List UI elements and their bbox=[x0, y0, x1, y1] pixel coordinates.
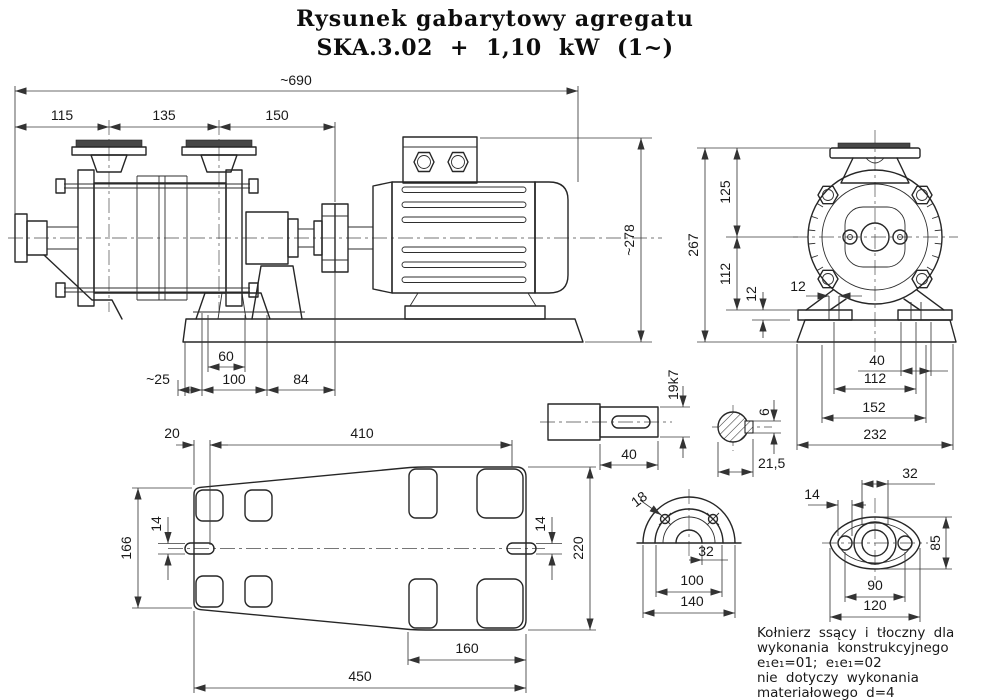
motor-front-bell bbox=[372, 181, 393, 294]
note-line-5: materiałowego d=4 bbox=[757, 685, 895, 700]
note-line-3: e₁e₁=01; e₁e₁=02 bbox=[757, 655, 882, 671]
casing-bolt bbox=[817, 185, 839, 205]
dim-267: 267 bbox=[685, 233, 701, 257]
baseplate-hole bbox=[195, 489, 224, 522]
note-line-1: Kołnierz ssący i tłoczny dla bbox=[757, 625, 954, 641]
keyway bbox=[611, 415, 651, 429]
dim-20: 20 bbox=[164, 425, 180, 441]
dim-shaft-dia: 19k7 bbox=[665, 369, 681, 400]
discharge-bolt-hole bbox=[837, 535, 853, 551]
drawing-title-line1: Rysunek gabarytowy agregatu bbox=[296, 6, 694, 32]
dim-12-step: 12 bbox=[743, 286, 759, 302]
baseplate-outline bbox=[193, 466, 527, 631]
dim-90: 90 bbox=[867, 577, 883, 593]
side-view: ~690 115 135 150 ~278 60 ~25 100 84 bbox=[8, 72, 662, 396]
baseplate-side bbox=[182, 318, 584, 343]
dim-suction-bore: 32 bbox=[698, 543, 714, 559]
dim-40-slot: 40 bbox=[869, 352, 885, 368]
dim-166: 166 bbox=[118, 536, 134, 560]
base-end bbox=[796, 319, 957, 343]
dim-112-vertical: 112 bbox=[717, 263, 733, 286]
dim-shaft-40: 40 bbox=[621, 446, 637, 462]
dim-100: 100 bbox=[222, 371, 246, 387]
dim-232: 232 bbox=[863, 426, 887, 442]
pump-pedestal bbox=[195, 292, 271, 320]
dim-bolt-circle: 100 bbox=[680, 572, 704, 588]
pump-casing bbox=[93, 182, 227, 294]
pump-body-circle bbox=[807, 169, 943, 305]
dim-14-right: 14 bbox=[532, 516, 548, 532]
dim-base-overhang: ~25 bbox=[146, 371, 170, 387]
motor-foot bbox=[404, 305, 546, 320]
dim-12-slot: 12 bbox=[790, 278, 806, 294]
dim-135: 135 bbox=[152, 107, 176, 123]
title-block: Rysunek gabarytowy agregatu SKA.3.02 + 1… bbox=[296, 6, 694, 61]
dim-150: 150 bbox=[265, 107, 289, 123]
key bbox=[744, 420, 754, 434]
end-view: 267 125 112 12 12 40 112 152 232 bbox=[685, 130, 958, 450]
note-line-4: nie dotyczy wykonania bbox=[757, 670, 919, 686]
dim-discharge-bore: 32 bbox=[902, 465, 918, 481]
note-line-2: wykonania konstrukcyjnego bbox=[757, 640, 949, 656]
baseplate-view: 20 410 166 14 220 14 160 450 bbox=[118, 425, 596, 693]
dim-152: 152 bbox=[862, 399, 886, 415]
notes-block: Kołnierz ssący i tłoczny dla wykonania k… bbox=[757, 625, 954, 700]
dim-60: 60 bbox=[218, 348, 234, 364]
dim-key-6: 6 bbox=[756, 408, 772, 416]
foot-right bbox=[897, 309, 953, 321]
dim-motor-height: ~278 bbox=[621, 224, 637, 256]
oval-flange-outline bbox=[829, 516, 921, 570]
terminal-box-bolt bbox=[413, 151, 435, 173]
discharge-flange-view: 32 14 85 90 120 bbox=[804, 465, 952, 622]
dim-125: 125 bbox=[717, 180, 733, 204]
rim-ribs bbox=[808, 203, 942, 271]
suction-bolt-hole bbox=[659, 513, 671, 525]
shaft-section-circle bbox=[717, 411, 749, 443]
bearing-bracket bbox=[251, 265, 303, 320]
motor-rear-bell bbox=[534, 181, 569, 294]
dim-112-bolts: 112 bbox=[864, 370, 887, 386]
dim-115: 115 bbox=[51, 107, 74, 123]
suction-flange-view: 18 32 100 140 bbox=[628, 488, 742, 618]
dim-160: 160 bbox=[455, 640, 479, 656]
top-flange bbox=[829, 147, 921, 159]
dim-84: 84 bbox=[293, 371, 309, 387]
drawing-title-line2: SKA.3.02 + 1,10 kW (1~) bbox=[316, 35, 673, 61]
shaft-end bbox=[599, 406, 659, 438]
motor-terminal-box bbox=[402, 136, 478, 184]
dim-21-5: 21,5 bbox=[758, 455, 785, 471]
dim-410: 410 bbox=[350, 425, 374, 441]
dim-85: 85 bbox=[927, 535, 943, 551]
dim-14-left: 14 bbox=[148, 516, 164, 532]
shaft-detail: 19k7 40 bbox=[540, 369, 690, 470]
tie-rod-nut bbox=[55, 178, 66, 194]
baseplate-slot-right bbox=[506, 542, 537, 555]
dim-450: 450 bbox=[348, 668, 372, 684]
key-section: 6 21,5 bbox=[712, 400, 785, 477]
dim-140: 140 bbox=[680, 593, 704, 609]
motor-body bbox=[391, 181, 536, 294]
port-flange-gasket bbox=[75, 139, 143, 148]
foot-left bbox=[797, 309, 853, 321]
dim-120: 120 bbox=[863, 597, 887, 613]
dim-220: 220 bbox=[570, 536, 586, 560]
dim-discharge-bolt: 14 bbox=[804, 486, 820, 502]
dim-overall-length: ~690 bbox=[280, 72, 312, 88]
baseplate-slot-left bbox=[184, 542, 215, 555]
dim-18: 18 bbox=[628, 488, 650, 510]
